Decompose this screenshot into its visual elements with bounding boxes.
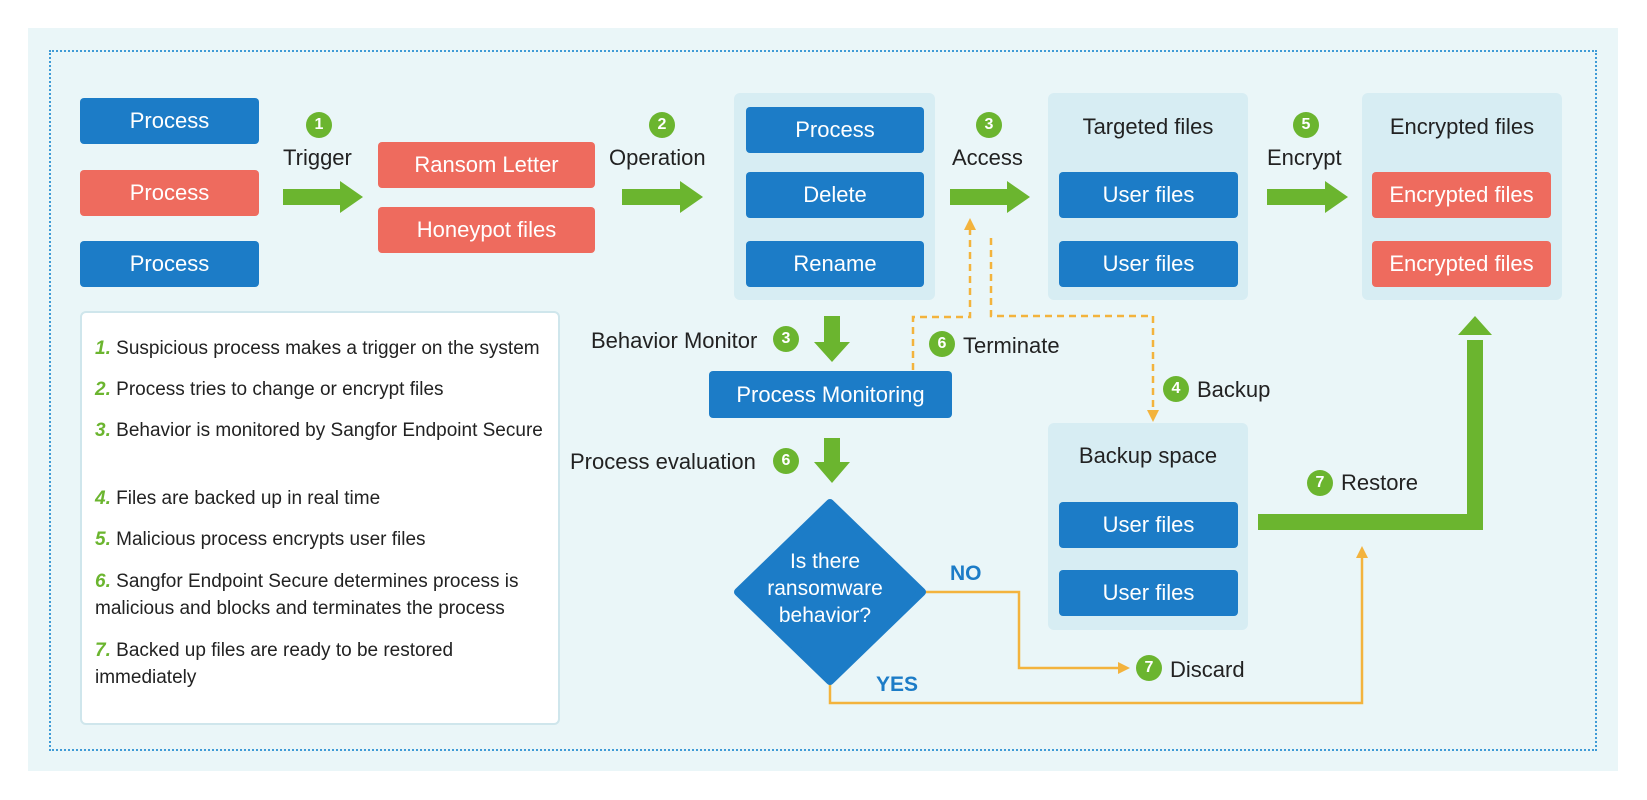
encrypted-file-box-1: Encrypted files [1372, 172, 1551, 218]
access-label: Access [952, 145, 1023, 170]
yes-arrowhead [1356, 546, 1368, 558]
yes-connector [828, 556, 1364, 705]
legend-item-text: Sangfor Endpoint Secure determines proce… [95, 571, 519, 619]
trigger-step-badge: 1 [306, 112, 332, 138]
access-arrow [950, 181, 1030, 213]
process-evaluation-step-badge: 6 [773, 448, 799, 474]
legend-item-text: Backed up files are ready to be restored… [95, 640, 454, 688]
encrypted-files-title: Encrypted files [1389, 114, 1535, 139]
legend-item: 5. Malicious process encrypts user files [95, 526, 550, 553]
legend-item-number: 6. [95, 571, 111, 592]
legend-item: 2. Process tries to change or encrypt fi… [95, 376, 550, 403]
behavior-monitor-label: Behavior Monitor [591, 328, 758, 353]
legend-item: 1. Suspicious process makes a trigger on… [95, 335, 550, 362]
no-arrowhead [1118, 662, 1130, 674]
discard-label: Discard [1170, 657, 1245, 682]
targeted-files-title: Targeted files [1082, 114, 1214, 139]
terminate-step-badge: 6 [929, 331, 955, 357]
legend-item-number: 1. [95, 338, 111, 359]
evaluation-down-arrow [814, 438, 850, 483]
restore-path [1258, 340, 1483, 530]
backup-label: Backup [1197, 377, 1271, 402]
operation-step-badge: 2 [649, 112, 675, 138]
honeypot-files-box: Honeypot files [378, 207, 595, 253]
op-process-box: Process [746, 107, 924, 153]
ransom-letter-box: Ransom Letter [378, 142, 595, 188]
backup-arrowhead [1147, 410, 1159, 422]
backup-step-badge: 4 [1163, 376, 1189, 402]
legend-item-text: Behavior is monitored by Sangfor Endpoin… [116, 420, 543, 441]
targeted-user-files-2: User files [1059, 241, 1238, 287]
backup-connector [989, 238, 1155, 412]
op-delete-box: Delete [746, 172, 924, 218]
legend-item: 6. Sangfor Endpoint Secure determines pr… [95, 568, 550, 622]
process-evaluation-label: Process evaluation [570, 449, 756, 474]
no-connector [918, 590, 1120, 670]
legend-item-number: 5. [95, 529, 111, 550]
process-box-1: Process [80, 98, 259, 144]
encrypt-arrow [1267, 181, 1348, 213]
backup-user-files-2: User files [1059, 570, 1238, 616]
legend-item-number: 3. [95, 420, 111, 441]
process-monitoring-box: Process Monitoring [709, 371, 952, 418]
restore-step-badge: 7 [1307, 470, 1333, 496]
legend-item-number: 7. [95, 640, 111, 661]
monitor-down-arrow [814, 316, 850, 362]
targeted-user-files-1: User files [1059, 172, 1238, 218]
legend-item-text: Process tries to change or encrypt files [116, 379, 444, 400]
process-box-2: Process [80, 170, 259, 216]
dotted-frame [49, 50, 1597, 751]
decision-diamond [734, 499, 926, 685]
op-rename-box: Rename [746, 241, 924, 287]
terminate-label: Terminate [963, 333, 1060, 358]
no-label: NO [950, 562, 982, 585]
legend-item-number: 4. [95, 488, 111, 509]
operation-label: Operation [609, 145, 706, 170]
operation-arrow [622, 181, 703, 213]
trigger-label: Trigger [283, 145, 352, 170]
encrypt-label: Encrypt [1267, 145, 1342, 170]
behavior-monitor-step-badge: 3 [773, 326, 799, 352]
legend-item: 7. Backed up files are ready to be resto… [95, 637, 550, 691]
legend-item-text: Suspicious process makes a trigger on th… [116, 338, 540, 359]
encrypted-file-box-2: Encrypted files [1372, 241, 1551, 287]
legend-item-text: Malicious process encrypts user files [116, 529, 426, 550]
restore-arrowhead [1458, 316, 1492, 335]
legend-item: 4. Files are backed up in real time [95, 485, 550, 512]
restore-label: Restore [1341, 470, 1419, 495]
decision-text-line-1: Is there [789, 550, 861, 573]
backup-space-title: Backup space [1078, 443, 1218, 468]
backup-user-files-1: User files [1059, 502, 1238, 548]
terminate-arrowhead [964, 218, 976, 230]
access-step-badge: 3 [976, 112, 1002, 138]
trigger-arrow [283, 181, 363, 213]
process-box-3: Process [80, 241, 259, 287]
decision-text-line-2: ransomware [767, 577, 883, 600]
terminate-connector [911, 228, 972, 370]
legend-item-number: 2. [95, 379, 111, 400]
legend-panel: 1. Suspicious process makes a trigger on… [80, 311, 560, 725]
decision-text-line-3: behavior? [778, 604, 872, 627]
encrypt-step-badge: 5 [1293, 112, 1319, 138]
legend-item-text: Files are backed up in real time [116, 488, 381, 509]
yes-label: YES [876, 673, 919, 696]
legend-item: 3. Behavior is monitored by Sangfor Endp… [95, 417, 550, 444]
decision-text: Is there ransomware behavior? [740, 548, 910, 629]
discard-step-badge: 7 [1136, 655, 1162, 681]
